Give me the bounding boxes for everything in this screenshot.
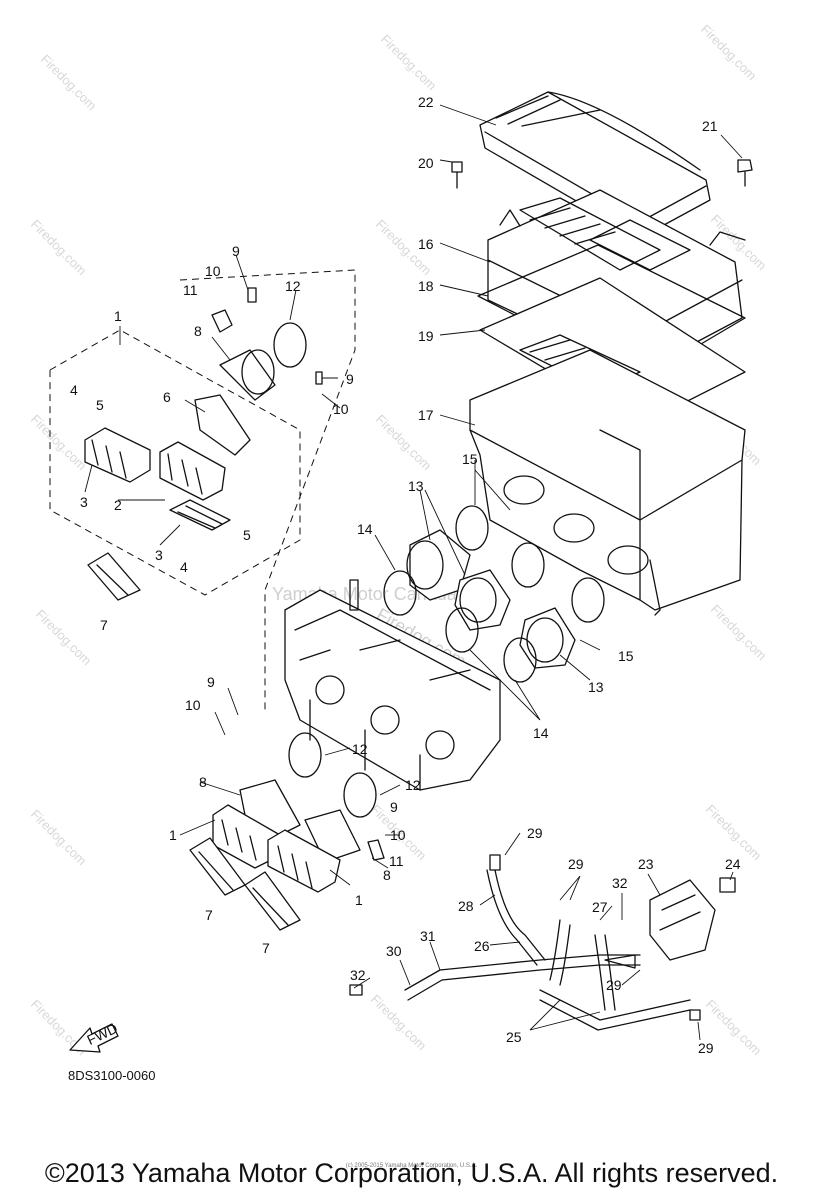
intake-lower <box>189 732 385 931</box>
callout-11: 11 <box>183 282 198 298</box>
reed-valve-upper <box>84 427 231 601</box>
watermark: Firedog.com <box>33 607 95 669</box>
callout-11b: 11 <box>389 853 404 869</box>
callout-9c: 9 <box>207 674 215 690</box>
callout-29d: 29 <box>698 1040 714 1056</box>
callout-32: 32 <box>350 967 366 983</box>
callout-22: 22 <box>418 94 434 110</box>
callout-2: 2 <box>114 497 122 513</box>
clamps-14 <box>383 570 537 683</box>
watermark: Firedog.com <box>28 217 90 279</box>
callout-24: 24 <box>725 856 741 872</box>
callout-labels: 1 2 3 3 4 4 5 5 6 7 8 9 9 10 10 11 12 13… <box>70 94 741 1056</box>
callout-10: 10 <box>205 263 221 279</box>
callout-29: 29 <box>527 825 543 841</box>
carburetor-assembly <box>284 579 501 791</box>
callout-4: 4 <box>70 382 78 398</box>
callout-12: 12 <box>285 278 301 294</box>
callout-10d: 10 <box>390 827 406 843</box>
callout-25: 25 <box>506 1029 522 1045</box>
watermark: Firedog.com <box>28 412 90 474</box>
callout-15: 15 <box>462 451 478 467</box>
callout-14b: 14 <box>533 725 549 741</box>
callout-9b: 9 <box>346 371 354 387</box>
callout-3b: 3 <box>155 547 163 563</box>
callout-23: 23 <box>638 856 654 872</box>
callout-10c: 10 <box>185 697 201 713</box>
callout-3: 3 <box>80 494 88 510</box>
intake-upper <box>194 287 323 456</box>
watermark: Firedog.com <box>28 807 90 869</box>
callout-21: 21 <box>702 118 718 134</box>
callout-1b: 1 <box>169 827 177 843</box>
fuel-pump-assembly <box>349 854 736 1031</box>
air-box-lower <box>469 349 746 616</box>
callout-18: 18 <box>418 278 434 294</box>
leader-lines <box>84 104 743 1041</box>
callout-9d: 9 <box>390 799 398 815</box>
callout-32b: 32 <box>612 875 628 891</box>
watermark: Firedog.com <box>698 22 760 84</box>
clamps-15 <box>455 505 605 623</box>
small-credit: (c) 2005-2015 Yamaha Motor Corporation, … <box>345 1163 478 1169</box>
callout-12b: 12 <box>352 741 368 757</box>
callout-7b: 7 <box>205 907 213 923</box>
callout-12c: 12 <box>405 777 421 793</box>
watermark: Firedog.com <box>368 992 430 1054</box>
callout-6: 6 <box>163 389 171 405</box>
screws-top <box>451 159 753 189</box>
watermark: Firedog.com <box>38 52 100 114</box>
callout-31: 31 <box>420 928 436 944</box>
kit-outline <box>49 269 356 710</box>
callout-13b: 13 <box>588 679 604 695</box>
callout-17: 17 <box>418 407 434 423</box>
joints-13 <box>406 529 576 669</box>
callout-1: 1 <box>114 308 122 324</box>
watermark: Firedog.com <box>708 602 770 664</box>
callout-29b: 29 <box>568 856 584 872</box>
callout-7c: 7 <box>262 940 270 956</box>
callout-9: 9 <box>232 243 240 259</box>
callout-30: 30 <box>386 943 402 959</box>
callout-5: 5 <box>96 397 104 413</box>
callout-13: 13 <box>408 478 424 494</box>
callout-10b: 10 <box>333 401 349 417</box>
part-code: 8DS3100-0060 <box>68 1068 156 1083</box>
callout-7: 7 <box>100 617 108 633</box>
callout-14: 14 <box>357 521 373 537</box>
callout-26: 26 <box>474 938 490 954</box>
callout-28: 28 <box>458 898 474 914</box>
copyright-notice: ©2013 Yamaha Motor Corporation, U.S.A. A… <box>44 1158 779 1188</box>
watermark: Firedog.com <box>703 802 765 864</box>
callout-1c: 1 <box>355 892 363 908</box>
callout-4b: 4 <box>180 559 188 575</box>
callout-19: 19 <box>418 328 434 344</box>
callout-8: 8 <box>194 323 202 339</box>
callout-20: 20 <box>418 155 434 171</box>
callout-5b: 5 <box>243 527 251 543</box>
callout-8b: 8 <box>199 774 207 790</box>
callout-16: 16 <box>418 236 434 252</box>
watermark: Firedog.com <box>378 32 440 94</box>
callout-27: 27 <box>592 899 608 915</box>
callout-29c: 29 <box>606 977 622 993</box>
callout-15b: 15 <box>618 648 634 664</box>
callout-8c: 8 <box>383 867 391 883</box>
